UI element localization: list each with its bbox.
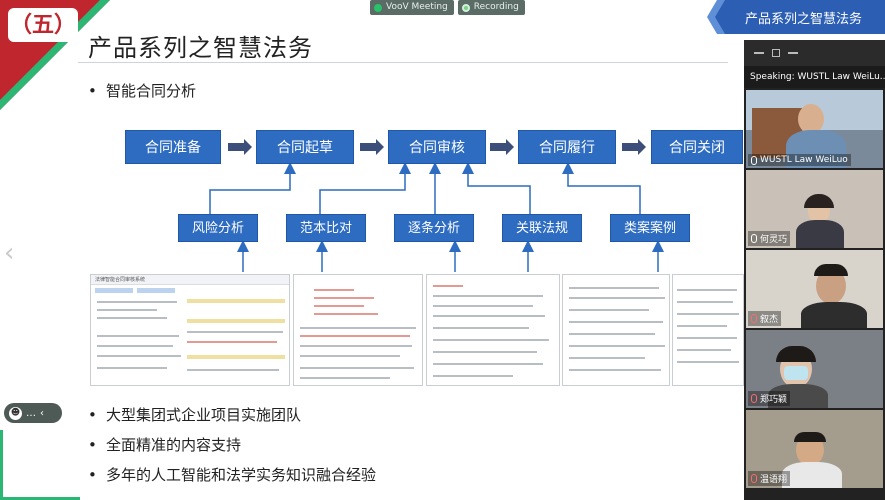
mic-icon <box>751 234 757 243</box>
doc-thumbnail-1: 法律智能合同审核系统 <box>90 274 290 386</box>
video-panel: Speaking: WUSTL Law WeiLu... WUSTL Law W… <box>744 40 885 500</box>
flow-connectors <box>209 139 664 272</box>
header-band-text: 产品系列之智慧法务 <box>745 12 863 27</box>
speaking-indicator: Speaking: WUSTL Law WeiLu... <box>744 66 885 88</box>
prev-slide-button[interactable]: ‹ <box>4 238 15 268</box>
video-panel-controls <box>744 40 885 66</box>
bullet-text: 多年的人工智能和法学实务知识融合经验 <box>106 466 377 484</box>
participant-name: WUSTL Law WeiLuo <box>748 154 851 166</box>
support-related-laws: 关联法规 <box>502 214 582 242</box>
support-clause-analysis: 逐条分析 <box>394 214 474 242</box>
recording-indicator[interactable]: Recording <box>457 0 525 15</box>
mic-off-icon <box>751 474 757 483</box>
collapse-icon[interactable]: ‹ <box>40 407 44 419</box>
participant-tile[interactable]: 叙杰 <box>746 250 883 328</box>
mic-icon <box>751 155 757 165</box>
accent-bar-left <box>0 430 3 500</box>
voov-meeting-indicator[interactable]: VooV Meeting <box>370 0 454 15</box>
doc-thumbnail-2 <box>293 274 423 386</box>
support-template-compare: 范本比对 <box>286 214 366 242</box>
section-badge: （五） <box>8 8 78 42</box>
chat-icon[interactable]: … <box>26 407 36 419</box>
title-divider <box>78 62 728 63</box>
doc-thumbnail-3 <box>426 274 560 386</box>
bullet-text: 大型集团式企业项目实施团队 <box>106 406 302 424</box>
bullet-dot: • <box>88 82 97 100</box>
bullet-dot: • <box>88 466 97 484</box>
participant-tile[interactable]: 温语翔 <box>746 410 883 488</box>
record-icon <box>461 3 470 12</box>
process-step-review: 合同审核 <box>388 130 486 164</box>
restore-icon[interactable] <box>772 49 780 57</box>
participant-name: 温语翔 <box>748 471 791 486</box>
emoji-icon[interactable]: ☻ <box>9 406 22 420</box>
bullet-team: • 大型集团式企业项目实施团队 <box>88 404 301 425</box>
accent-bar-bottom <box>0 497 80 500</box>
thumb-header: 法律智能合同审核系统 <box>95 277 146 283</box>
bullet-content: • 全面精准的内容支持 <box>88 434 241 455</box>
participant-tile[interactable]: 郑巧颖 <box>746 330 883 408</box>
process-step-close: 合同关闭 <box>651 130 743 164</box>
bullet-dot: • <box>88 436 97 454</box>
process-step-perform: 合同履行 <box>518 130 616 164</box>
participant-name: 郑巧颖 <box>748 391 791 406</box>
minimize-icon[interactable] <box>754 52 764 54</box>
participant-tile[interactable]: WUSTL Law WeiLuo <box>746 90 883 168</box>
mic-off-icon <box>751 394 757 403</box>
doc-thumbnail-5 <box>672 274 744 386</box>
support-risk-analysis: 风险分析 <box>178 214 258 242</box>
support-similar-cases: 类案案例 <box>610 214 690 242</box>
process-step-draft: 合同起草 <box>256 130 354 164</box>
meeting-toolbar: VooV Meeting Recording <box>370 0 525 15</box>
meeting-icon <box>374 3 382 12</box>
bullet-smart-contract: • 智能合同分析 <box>88 80 196 101</box>
process-step-prepare: 合同准备 <box>125 130 221 164</box>
doc-thumbnail-4 <box>562 274 670 386</box>
participant-name: 何灵巧 <box>748 231 791 246</box>
recording-label: Recording <box>473 2 519 12</box>
meeting-app-label: VooV Meeting <box>386 2 448 12</box>
participant-name: 叙杰 <box>748 311 782 326</box>
mic-off-icon <box>751 314 757 323</box>
list-icon[interactable] <box>788 52 798 54</box>
bullet-text: 智能合同分析 <box>106 82 197 100</box>
bullet-experience: • 多年的人工智能和法学实务知识融合经验 <box>88 464 376 485</box>
participant-tile[interactable]: 何灵巧 <box>746 170 883 248</box>
header-band <box>707 0 885 34</box>
bullet-dot: • <box>88 406 97 424</box>
bullet-text: 全面精准的内容支持 <box>106 436 242 454</box>
chat-toolbar[interactable]: ☻ … ‹ <box>4 403 62 423</box>
slide-title: 产品系列之智慧法务 <box>88 34 313 62</box>
